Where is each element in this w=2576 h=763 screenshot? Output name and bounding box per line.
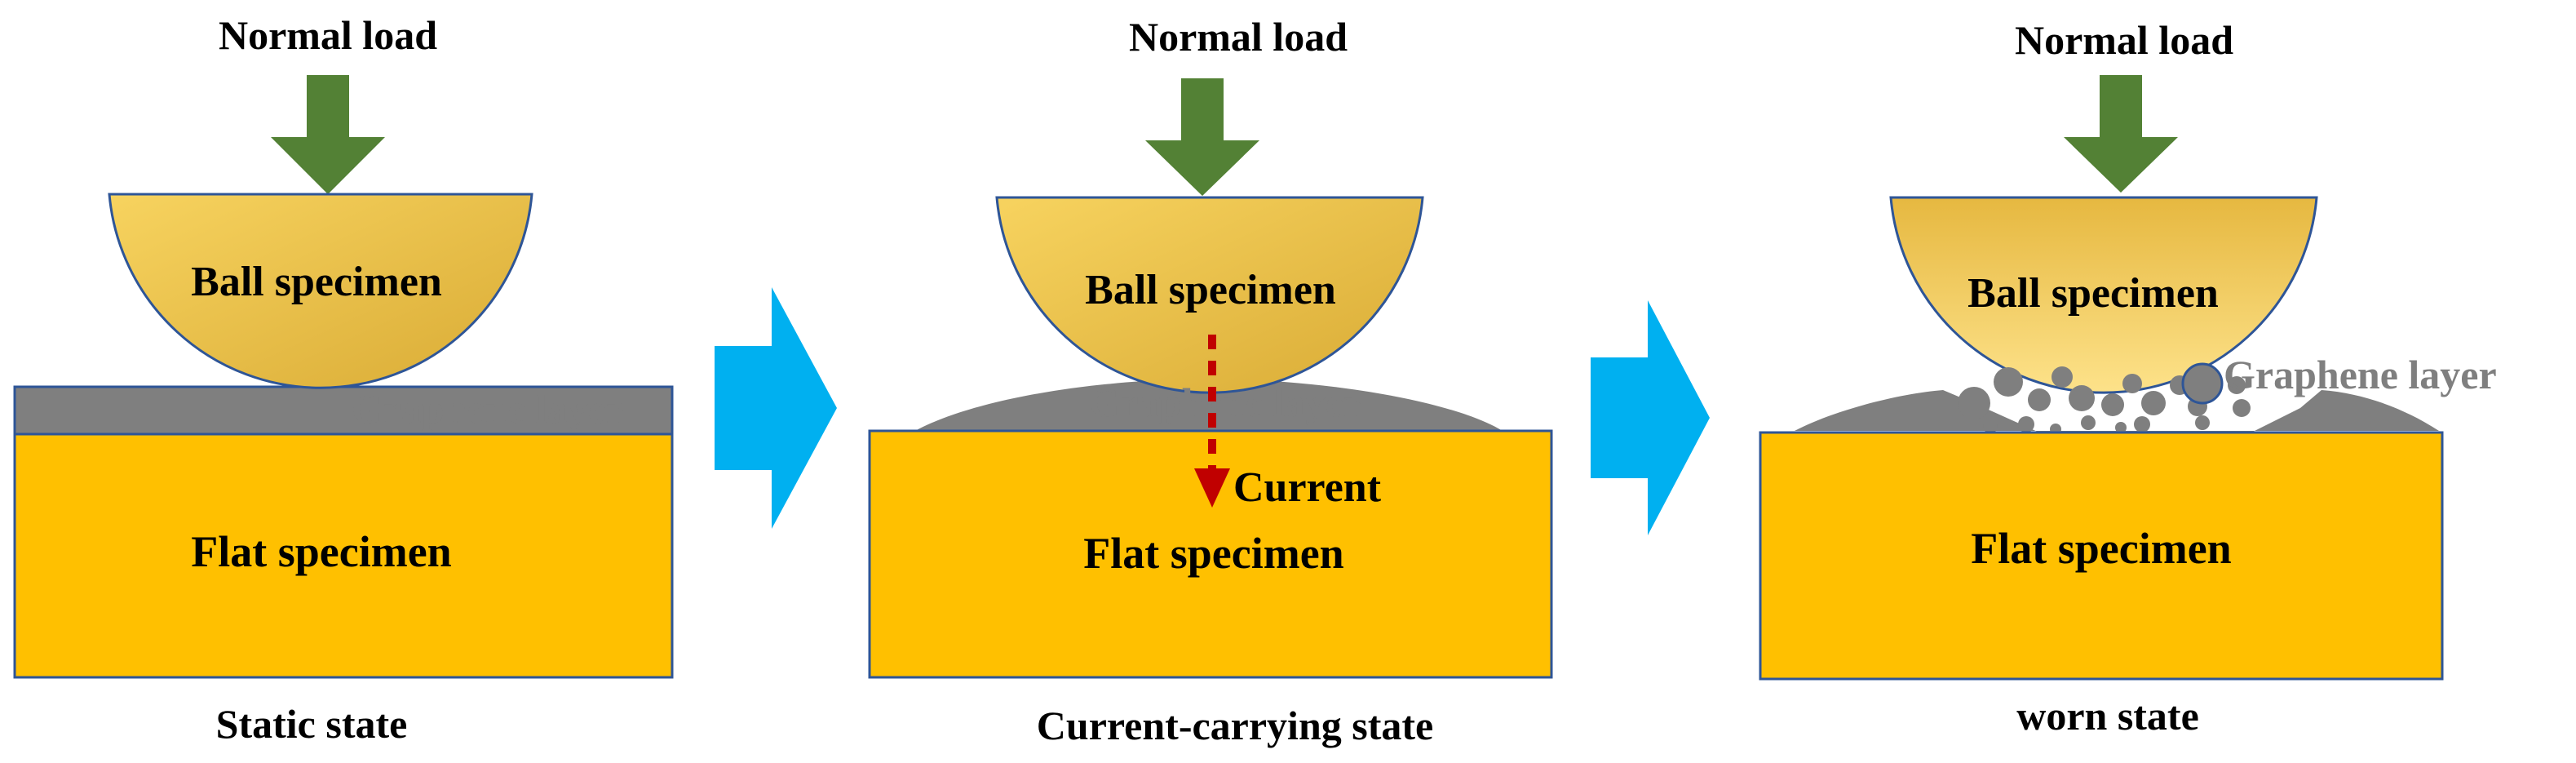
flat-specimen-label: Flat specimen bbox=[1971, 524, 2231, 573]
normal-load-arrow-icon bbox=[271, 75, 385, 194]
flat-specimen bbox=[1759, 431, 2444, 681]
normal-load-label: Normal load bbox=[1129, 14, 1348, 60]
flat-specimen-label: Flat specimen bbox=[1083, 529, 1343, 578]
static-state-caption: Static state bbox=[216, 701, 408, 747]
transition-arrow-icon bbox=[715, 287, 837, 529]
flat-specimen-label: Flat specimen bbox=[191, 527, 451, 576]
panel-current-carrying-state: Normal load Ball specimen Graphene layer… bbox=[868, 14, 1553, 748]
normal-load-arrow-icon bbox=[2064, 75, 2178, 193]
graphene-layer bbox=[1795, 390, 2439, 433]
transition-arrow-icon bbox=[1591, 300, 1710, 535]
ball-specimen bbox=[108, 193, 533, 389]
current-arrow-icon bbox=[1194, 468, 1230, 508]
worn-state-caption: worn state bbox=[2016, 693, 2199, 739]
ball-specimen-label: Ball specimen bbox=[1967, 270, 2219, 317]
normal-load-label: Normal load bbox=[219, 12, 437, 58]
ball-specimen bbox=[1889, 196, 2318, 394]
normal-load-label: Normal load bbox=[2015, 17, 2233, 63]
panel-static-state: Normal load Ball specimen Graphene layer… bbox=[13, 12, 674, 747]
debris-particle bbox=[2181, 362, 2224, 405]
graphene-layer-label: Graphene layer bbox=[1089, 379, 1362, 425]
ball-specimen-label: Ball specimen bbox=[191, 259, 442, 305]
ball-specimen-label: Ball specimen bbox=[1085, 267, 1336, 313]
flat-specimen bbox=[13, 433, 674, 679]
graphene-layer-label: Graphene layer bbox=[2224, 352, 2497, 397]
normal-load-arrow-icon bbox=[1145, 78, 1259, 196]
graphene-layer-label: Graphene layer bbox=[352, 386, 625, 432]
graphene-layer bbox=[915, 379, 1503, 431]
panel-worn-state: Normal load Ball specimen bbox=[1759, 17, 2497, 739]
graphene-layer bbox=[13, 385, 674, 436]
current-label: Current bbox=[1233, 464, 1382, 511]
current-carrying-state-caption: Current-carrying state bbox=[1037, 703, 1433, 748]
